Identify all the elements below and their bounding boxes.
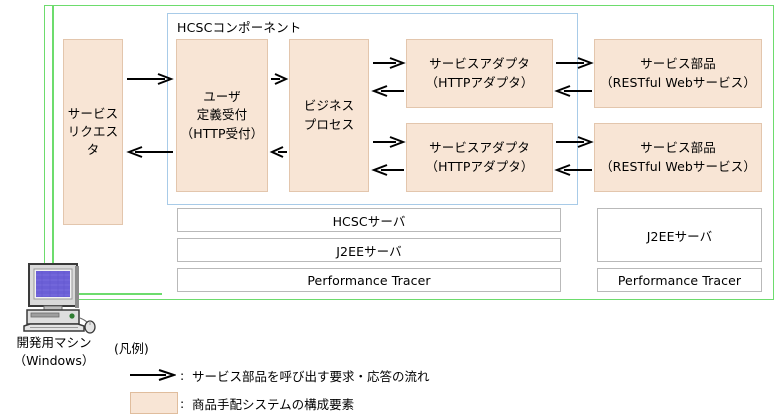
legend: (凡例) : サービス部品を呼び出す要求・応答の流れ : 商品手配システムの構成… bbox=[114, 338, 754, 417]
node-service-component-1-line1: サービス部品 bbox=[640, 56, 716, 72]
node-service-requestor-line1: サービス bbox=[67, 105, 119, 121]
node-business-process-line2: プロセス bbox=[303, 116, 355, 132]
development-machine-boundary bbox=[44, 5, 774, 300]
node-service-component-2-line2: （RESTful Webサービス） bbox=[600, 158, 756, 174]
arrow-adapter-2-to-process bbox=[371, 164, 404, 176]
arrow-reception-to-process bbox=[271, 73, 289, 85]
node-service-adapter-2[interactable]: サービスアダプタ （HTTPアダプタ） bbox=[406, 123, 553, 192]
arrow-process-to-adapter-2 bbox=[373, 136, 406, 148]
node-service-requestor-line2: リクエスタ bbox=[67, 123, 119, 158]
node-service-component-1[interactable]: サービス部品 （RESTful Webサービス） bbox=[594, 39, 762, 108]
server-bar-performance-tracer[interactable]: Performance Tracer bbox=[177, 268, 561, 292]
legend-flow-text: サービス部品を呼び出す要求・応答の流れ bbox=[192, 368, 430, 384]
machine-label-line1: 開発用マシン bbox=[16, 335, 92, 350]
legend-component-text: 商品手配システムの構成要素 bbox=[192, 396, 355, 412]
server-bar-j2ee-server-right[interactable]: J2EEサーバ bbox=[597, 208, 762, 262]
node-service-adapter-1[interactable]: サービスアダプタ （HTTPアダプタ） bbox=[406, 39, 553, 108]
node-service-adapter-2-line2: （HTTPアダプタ） bbox=[425, 158, 534, 174]
node-service-adapter-2-line1: サービスアダプタ bbox=[429, 140, 530, 156]
arrow-component-1-to-adapter-1 bbox=[554, 85, 592, 97]
machine-label: 開発用マシン （Windows） bbox=[0, 334, 108, 370]
hcsc-component-title: HCSCコンポーネント bbox=[177, 20, 302, 35]
arrow-process-to-adapter-1 bbox=[373, 57, 406, 69]
node-service-component-1-line2: （RESTful Webサービス） bbox=[600, 74, 756, 90]
legend-color-swatch bbox=[130, 392, 178, 414]
boundary-leader-line-vertical bbox=[52, 5, 54, 270]
node-user-defined-reception[interactable]: ユーザ 定義受付 （HTTP受付） bbox=[176, 39, 268, 192]
legend-title: (凡例) bbox=[114, 341, 149, 356]
arrow-adapter-2-to-component-2 bbox=[556, 136, 594, 148]
hcsc-component-boundary bbox=[167, 13, 578, 205]
arrow-adapter-1-to-component-1 bbox=[556, 57, 594, 69]
node-business-process[interactable]: ビジネス プロセス bbox=[289, 39, 369, 192]
node-business-process-line1: ビジネス bbox=[303, 98, 355, 114]
node-service-requestor[interactable]: サービス リクエスタ bbox=[63, 39, 123, 225]
legend-flow-colon: : bbox=[180, 367, 185, 383]
arrow-reception-to-requestor bbox=[126, 146, 173, 158]
node-service-component-2-line1: サービス部品 bbox=[640, 140, 716, 156]
arrow-requestor-to-reception bbox=[127, 73, 174, 85]
legend-item-component: : 商品手配システムの構成要素 bbox=[114, 389, 754, 417]
server-bar-j2ee-server[interactable]: J2EEサーバ bbox=[177, 238, 561, 262]
node-service-component-2[interactable]: サービス部品 （RESTful Webサービス） bbox=[594, 123, 762, 192]
desktop-computer-icon bbox=[14, 262, 100, 334]
arrow-component-2-to-adapter-2 bbox=[554, 164, 592, 176]
node-user-defined-reception-line3: （HTTP受付） bbox=[180, 125, 264, 141]
legend-component-colon: : bbox=[180, 395, 185, 411]
node-user-defined-reception-line2: 定義受付 bbox=[196, 107, 248, 123]
legend-arrow-icon bbox=[114, 369, 180, 381]
node-user-defined-reception-line1: ユーザ bbox=[203, 89, 241, 105]
arrow-process-to-reception bbox=[269, 146, 287, 158]
node-service-adapter-1-line2: （HTTPアダプタ） bbox=[425, 74, 534, 90]
server-bar-performance-tracer-right[interactable]: Performance Tracer bbox=[597, 268, 762, 292]
node-service-adapter-1-line1: サービスアダプタ bbox=[429, 56, 530, 72]
server-bar-hcsc-server[interactable]: HCSCサーバ bbox=[177, 208, 561, 232]
arrow-adapter-1-to-process bbox=[371, 85, 404, 97]
boundary-leader-line-horizontal bbox=[52, 293, 162, 295]
machine-label-line2: （Windows） bbox=[13, 353, 95, 369]
legend-color-swatch-wrap bbox=[114, 392, 180, 414]
legend-item-flow: : サービス部品を呼び出す要求・応答の流れ bbox=[114, 361, 754, 389]
